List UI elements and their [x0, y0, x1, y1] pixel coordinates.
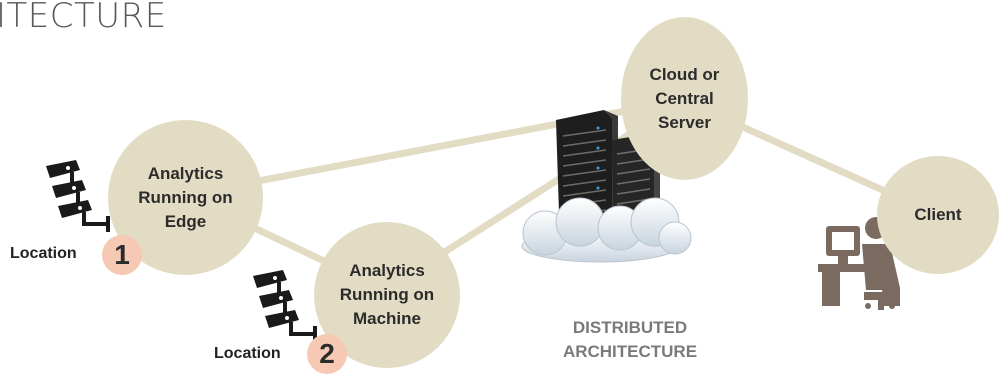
node-cloud-label: Cloud or Central Server	[649, 64, 720, 132]
node-machine-label: Analytics Running on Machine	[339, 261, 435, 328]
page-title: ITECTURE	[0, 0, 167, 36]
node-cloud: Cloud or Central Server	[621, 17, 748, 180]
location-2-badge: 2	[307, 334, 347, 374]
node-client-label: Client	[914, 205, 962, 224]
architecture-caption: DISTRIBUTED ARCHITECTURE	[562, 318, 698, 361]
location-1-label: Location	[10, 245, 77, 262]
node-edge-label: Analytics Running on Edge	[138, 163, 233, 231]
location-1-badge: 1	[102, 235, 142, 275]
location-2-label: Location	[214, 345, 281, 362]
cloud-icon	[521, 197, 692, 263]
camera-cluster-icon	[253, 270, 317, 342]
node-client: Client	[877, 156, 999, 274]
camera-cluster-icon	[46, 160, 110, 232]
